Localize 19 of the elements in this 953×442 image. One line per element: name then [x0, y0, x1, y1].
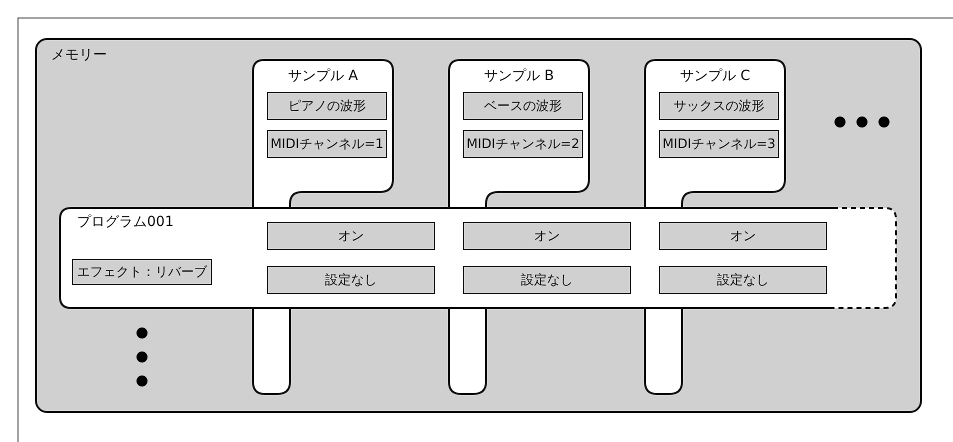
setting-box: 設定なし	[463, 266, 631, 294]
memory-panel	[35, 38, 922, 413]
program-title: プログラム001	[77, 213, 174, 231]
waveform-box: ピアノの波形	[267, 92, 387, 120]
channel-box: MIDIチャンネル=2	[463, 130, 583, 158]
sample-title: サンプル B	[482, 67, 556, 85]
switch-box: オン	[267, 222, 435, 250]
setting-box: 設定なし	[659, 266, 827, 294]
sample-title: サンプル C	[678, 67, 752, 85]
switch-box: オン	[659, 222, 827, 250]
setting-box: 設定なし	[267, 266, 435, 294]
switch-box: オン	[463, 222, 631, 250]
panel-title: メモリー	[51, 46, 107, 64]
channel-box: MIDIチャンネル=3	[659, 130, 779, 158]
sample-title: サンプル A	[286, 67, 360, 85]
effect-box: エフェクト：リバーブ	[72, 259, 212, 285]
waveform-box: サックスの波形	[659, 92, 779, 120]
channel-box: MIDIチャンネル=1	[267, 130, 387, 158]
waveform-box: ベースの波形	[463, 92, 583, 120]
